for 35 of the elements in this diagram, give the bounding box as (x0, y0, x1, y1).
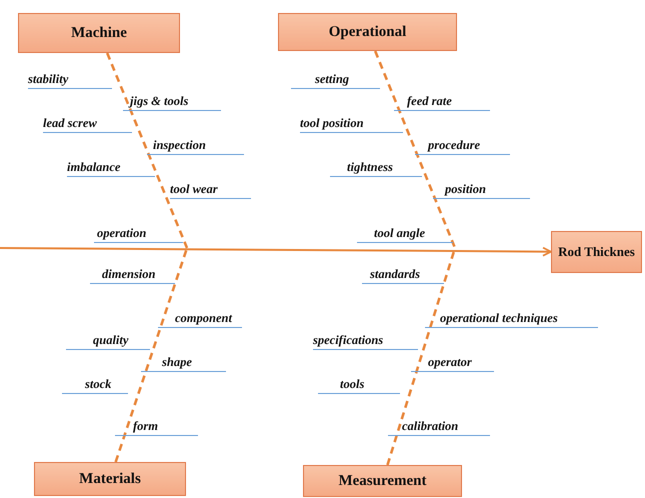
cause-label: stability (28, 72, 112, 89)
cause-label: tightness (330, 160, 422, 177)
cause-label: component (158, 311, 242, 328)
cause-label: dimension (90, 267, 175, 284)
cause-label: shape (141, 355, 226, 372)
cause-label: standards (362, 267, 444, 284)
cause-label: form (115, 419, 198, 436)
cause-label: operation (94, 226, 183, 243)
cause-label: stock (62, 377, 128, 394)
category-box: Machine (18, 13, 180, 53)
cause-label: quality (66, 333, 150, 350)
cause-label: calibration (388, 419, 490, 436)
category-box: Materials (34, 462, 186, 496)
cause-label: tool position (300, 116, 403, 133)
cause-label: tools (318, 377, 400, 394)
cause-label: feed rate (394, 94, 490, 111)
cause-label: setting (291, 72, 380, 89)
cause-label: specifications (313, 333, 418, 350)
spine-arrow (0, 246, 552, 257)
category-box: Measurement (303, 465, 462, 497)
cause-label: operator (411, 355, 494, 372)
cause-label: operational techniques (425, 311, 598, 328)
cause-label: position (433, 182, 530, 199)
cause-label: tool wear (170, 182, 251, 199)
cause-label: inspection (147, 138, 244, 155)
dashed-bone-line (106, 52, 188, 248)
dashed-bone-line (374, 50, 456, 248)
effect-box: Rod Thicknes (551, 231, 642, 273)
cause-label: procedure (415, 138, 510, 155)
category-box: Operational (278, 13, 457, 51)
cause-label: lead screw (43, 116, 132, 133)
dashed-bone-line (114, 248, 188, 462)
cause-label: tool angle (357, 226, 453, 243)
cause-label: jigs & tools (123, 94, 221, 111)
cause-label: imbalance (67, 160, 155, 177)
